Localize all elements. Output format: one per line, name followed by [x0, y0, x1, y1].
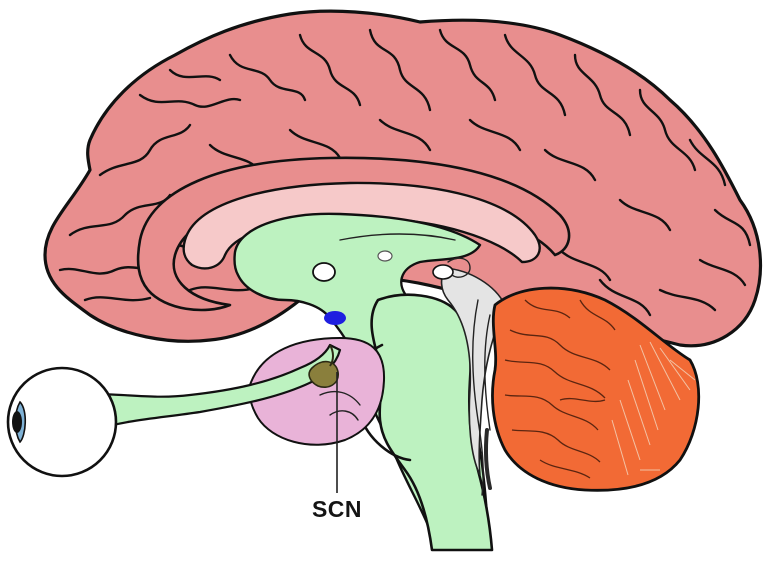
pineal-region: [433, 265, 453, 279]
eye-icon: [8, 368, 116, 476]
scn-label: SCN: [302, 496, 372, 523]
ventricle-opening: [313, 263, 335, 281]
third-ventricle-opening: [378, 251, 392, 261]
scn-highlight: [324, 311, 346, 325]
brainstem-dark-line: [486, 430, 490, 488]
